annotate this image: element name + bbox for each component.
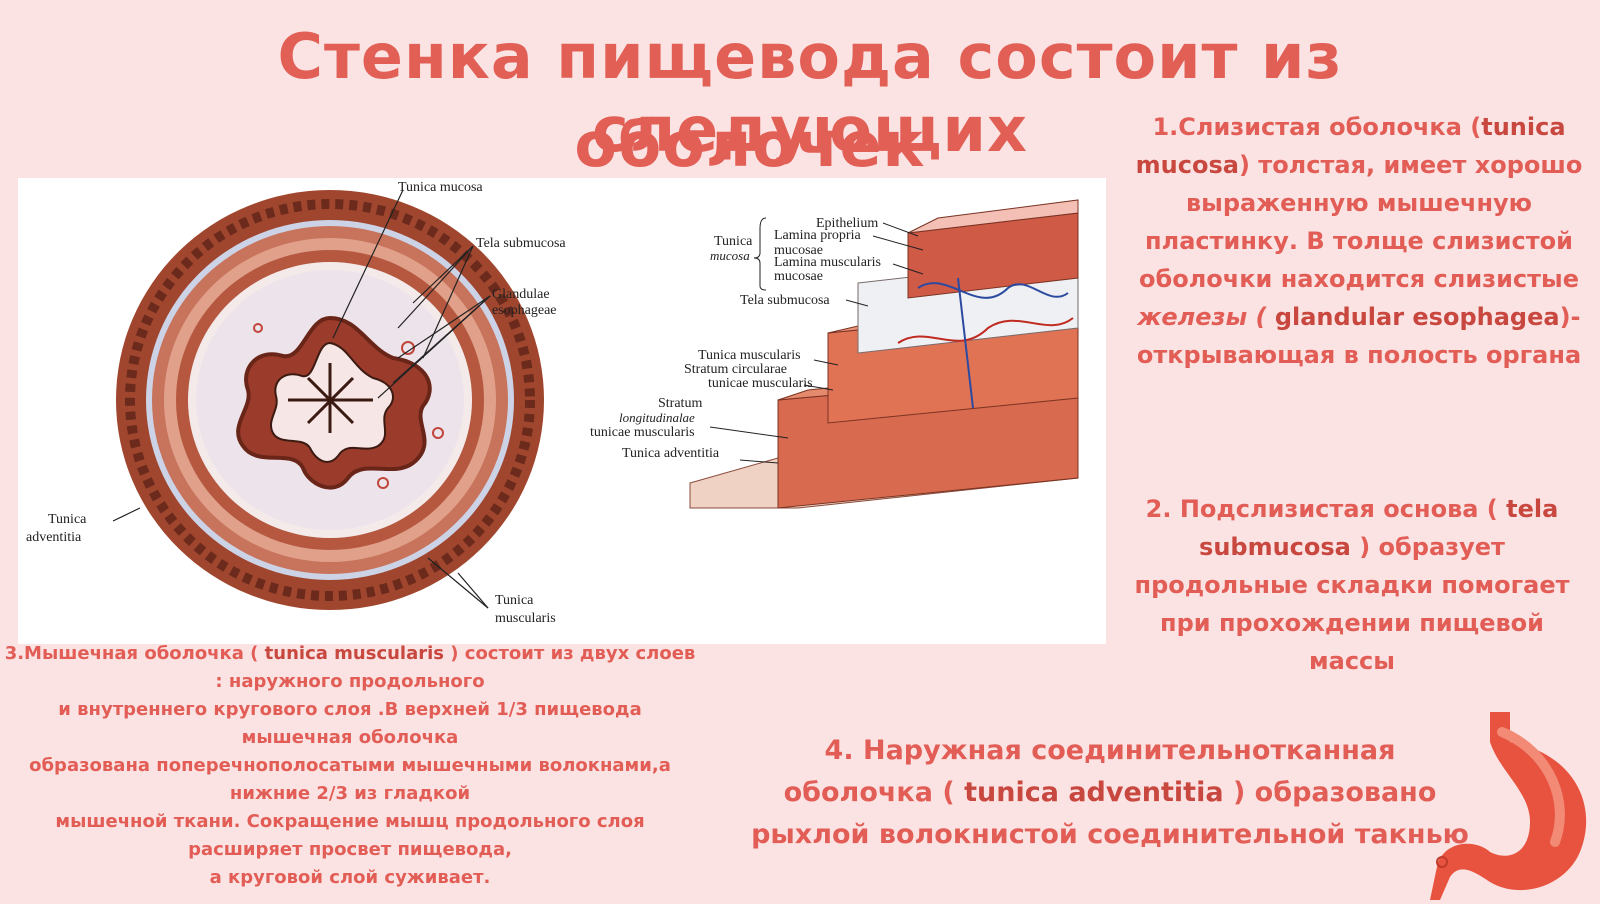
layered-block-drawing [689,199,1079,509]
p3-text-f: мышечной ткани. Сокращение мышц продольн… [55,811,645,860]
esophagus-illustration: Tunica mucosa Tela submucosa Glandulae e… [26,180,1079,626]
p2-text-c: ) образует продольные складки помогает п… [1134,533,1570,675]
label-adventitia-1: Tunica [48,512,87,527]
esophagus-wall-figure: Tunica mucosa Tela submucosa Glandulae e… [18,178,1106,644]
label-stratum-long-2: longitudinalae [619,410,695,425]
paragraph-muscularis: 3.Мышечная оболочка ( tunica muscularis … [0,640,700,892]
p3-latin: tunica muscularis [264,643,445,664]
p3-text-a: 3.Мышечная оболочка ( [4,643,265,664]
mucosa-brace [753,217,767,291]
p1-text-d: железы ( [1137,303,1275,331]
label-lamina-muscularis-2: mucosae [774,269,823,284]
label-stratum-circularae: Stratum circularae [684,362,787,377]
p2-text-a: 2. Подслизистая основа ( [1145,495,1507,523]
p1-text-f: )- открывающая в полость органа [1136,303,1582,369]
label-muscularis-2: muscularis [495,611,556,626]
label-tunica-adventitia-right: Tunica adventitia [622,446,720,461]
p3-text-c: ) состоит из двух слоев : наружного прод… [215,643,696,692]
label-glandulae: Glandulae [492,287,550,302]
label-stratum-circularae-2: tunicae muscularis [708,376,813,391]
cross-section-drawing [116,190,544,610]
p1-text-a: 1.Слизистая оболочка ( [1152,113,1482,141]
paragraph-adventitia: 4. Наружная соединительнотканная оболочк… [750,730,1470,856]
label-muscularis-1: Tunica [495,593,534,608]
p4-text-a: 4. Наружная соединительнотканная оболочк… [783,735,1396,808]
label-tunica-mucosa: Tunica mucosa [398,180,483,195]
p3-text-g: а круговой слой суживает. [209,867,491,888]
p3-text-e: образована поперечнополосатыми мышечными… [29,755,671,804]
label-stratum-long-3: tunicae muscularis [590,425,695,440]
p4-text-c: ) образовано рыхлой волокнистой соединит… [751,777,1469,850]
label-epithelium: Epithelium [816,216,878,231]
p1-latin-glands: glandular esophagea [1274,303,1560,331]
label-esophageae: esophageae [492,303,557,318]
label-tela-submucosa: Tela submucosa [476,236,566,251]
label-adventitia-2: adventitia [26,530,82,545]
label-lamina-muscularis: Lamina muscularis [774,255,881,270]
label-tunica: Tunica [714,234,753,249]
label-tunica-muscularis-right: Tunica muscularis [698,348,801,363]
label-lamina-propria-2: mucosae [774,243,823,258]
p2-latin: tela submucosa [1199,495,1559,561]
paragraph-mucosa: 1.Слизистая оболочка (tunica mucosa) тол… [1134,108,1584,374]
p4-latin: tunica adventitia [964,777,1224,808]
right-leader-lines [709,222,924,464]
p3-text-d: и внутреннего кругового слоя .В верхней … [58,699,642,748]
stomach-icon [1430,712,1600,900]
label-lamina-propria: Lamina propria [774,228,861,243]
label-tela-submucosa-right: Tela submucosa [740,293,830,308]
paragraph-submucosa: 2. Подслизистая основа ( tela submucosa … [1122,490,1582,680]
label-stratum-long: Stratum [658,396,702,411]
p1-text-c: ) толстая, имеет хорошо выраженную мышеч… [1138,151,1583,293]
left-leader-lines [112,189,491,609]
page-title: Стенка пищевода состоит из следующих [277,20,1343,166]
page-title-line2: оболочек [574,108,926,181]
label-mucosa: mucosa [710,248,750,263]
p1-latin: tunica mucosa [1135,113,1566,179]
